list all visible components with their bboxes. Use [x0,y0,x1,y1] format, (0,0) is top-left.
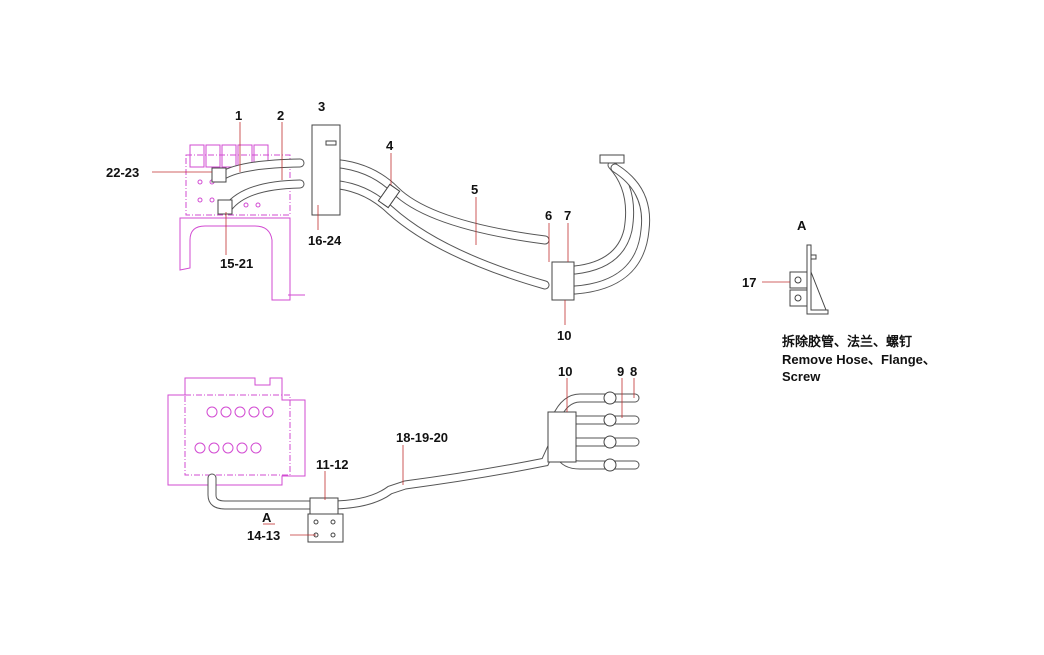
callout-15-21: 15-21 [220,256,253,271]
upper-bracket [211,124,575,301]
callout-5: 5 [471,182,478,197]
detail-a-title: A [797,218,807,233]
valve-ports-bottom [194,442,262,454]
view-a-marker: A [262,510,272,525]
callout-22-23: 22-23 [106,165,139,180]
callout-6: 6 [545,208,552,223]
callout-2: 2 [277,108,284,123]
callout-1: 1 [235,108,242,123]
callout-10-upper: 10 [557,328,571,343]
callout-8: 8 [630,364,637,379]
callout-4: 4 [386,138,394,153]
callout-11-12: 11-12 [316,457,349,472]
lower-callouts: 10 9 8 18-19-20 11-12 A 14-13 [247,364,637,543]
note-english-line1: Remove Hose、Flange、 [782,352,936,367]
lower-hoses [207,391,640,543]
upper-valve-frame [179,144,305,301]
quick-couplers [603,391,617,472]
callout-18-19-20: 18-19-20 [396,430,448,445]
callout-7: 7 [564,208,571,223]
upper-hoses [217,154,651,295]
callout-14-13: 14-13 [247,528,280,543]
callout-9: 9 [617,364,624,379]
callout-17: 17 [742,275,756,290]
upper-callouts: 1 2 3 4 5 6 7 10 22-23 15-21 16-24 [106,99,571,343]
note-chinese: 拆除胶管、法兰、螺钉 [782,334,912,349]
valve-ports-top [206,406,274,418]
note-english-line2: Screw [782,369,821,384]
callout-3: 3 [318,99,325,114]
detail-a: A 17 拆除胶管、法兰、螺钉 Remove Hose、Flange、 Scre… [742,218,936,384]
callout-10-lower: 10 [558,364,572,379]
lower-valve-frame [167,377,306,486]
callout-16-24: 16-24 [308,233,342,248]
